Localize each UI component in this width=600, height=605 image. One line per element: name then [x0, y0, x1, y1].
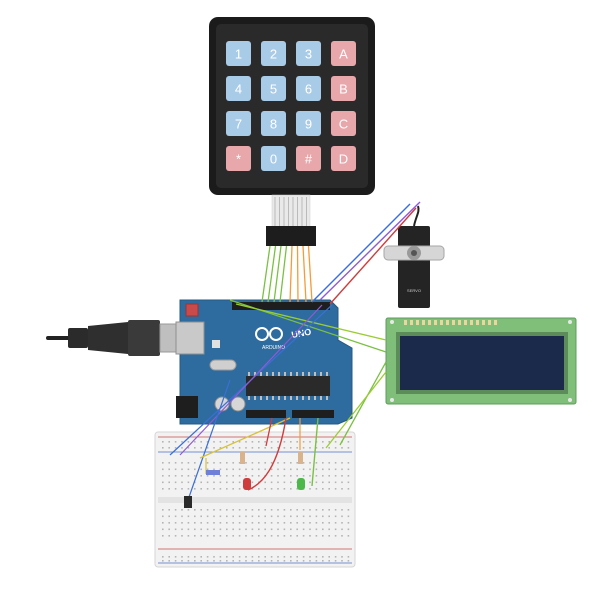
keypad-wire	[302, 245, 307, 303]
keypad-key-label: 8	[270, 117, 277, 132]
keypad-key: 3	[296, 41, 321, 66]
keypad-wires	[261, 245, 313, 303]
usb-port	[175, 321, 205, 355]
resistor	[240, 452, 245, 464]
keypad-key-label: 7	[235, 117, 242, 132]
keypad-key-label: 6	[305, 82, 312, 97]
keypad-key-label: 1	[235, 47, 242, 62]
keypad-key: 1	[226, 41, 251, 66]
keypad-key-label: *	[236, 152, 241, 167]
keypad-key-label: C	[339, 117, 348, 132]
keypad-key: 8	[261, 111, 286, 136]
keypad-wire	[273, 245, 282, 303]
usb-cable	[46, 320, 183, 356]
lcd-display	[385, 317, 577, 405]
lcd-screen	[400, 336, 564, 390]
keypad-key: 4	[226, 76, 251, 101]
chip-pins	[248, 372, 328, 400]
keypad-key: 2	[261, 41, 286, 66]
keypad-key: A	[331, 41, 356, 66]
analog-header	[292, 410, 334, 418]
keypad-key-label: #	[305, 152, 313, 167]
keypad-wire	[261, 245, 271, 303]
keypad-key: #	[296, 146, 321, 171]
arduino-uno-board: ARDUINO UNO	[175, 299, 353, 425]
resistor	[298, 452, 303, 464]
power-jack	[176, 396, 198, 418]
push-button	[184, 496, 192, 508]
reset-button	[185, 303, 199, 317]
red-led	[243, 478, 251, 490]
keypad-key-label: 5	[270, 82, 277, 97]
keypad-wire	[279, 245, 288, 303]
keypad-wire	[296, 245, 299, 303]
servo-motor: SERVO	[383, 205, 445, 308]
breadboard-components	[184, 452, 305, 508]
keypad-key: 7	[226, 111, 251, 136]
keypad-key: 5	[261, 76, 286, 101]
power-header	[246, 410, 286, 418]
keypad-connector	[266, 226, 316, 246]
keypad-key: 6	[296, 76, 321, 101]
keypad-wire	[267, 245, 277, 303]
keypad-key-label: D	[339, 152, 348, 167]
keypad-key-label: 0	[270, 152, 277, 167]
keypad-key: *	[226, 146, 251, 171]
keypad-key: 0	[261, 146, 286, 171]
arduino-brand-label: ARDUINO	[262, 345, 285, 351]
arduino-logo-icon	[255, 327, 283, 341]
keypad-key: 9	[296, 111, 321, 136]
green-led	[297, 478, 305, 490]
breadboard	[154, 431, 356, 568]
keypad-key-label: 4	[235, 82, 242, 97]
keypad-wire	[307, 245, 313, 303]
atmega-chip	[246, 376, 330, 396]
keypad-4x4: 1 2 3 A 4 5 6 B 7 8 9 C * 0 # D	[209, 17, 375, 246]
keypad-key: B	[331, 76, 356, 101]
keypad-key-label: B	[339, 82, 348, 97]
keypad-key-label: 2	[270, 47, 277, 62]
keypad-key-label: 3	[305, 47, 312, 62]
servo-label: SERVO	[407, 288, 421, 293]
resistor	[206, 470, 220, 475]
lcd-pin-header	[404, 320, 497, 325]
keypad-ribbon	[271, 194, 311, 228]
keypad-keys: 1 2 3 A 4 5 6 B 7 8 9 C * 0 # D	[226, 41, 356, 171]
signal-wires	[169, 201, 421, 501]
digital-header	[232, 302, 330, 310]
keypad-key: D	[331, 146, 356, 171]
keypad-key-label: A	[339, 47, 348, 62]
keypad-key-label: 9	[305, 117, 312, 132]
keypad-key: C	[331, 111, 356, 136]
keypad-wire	[289, 245, 293, 303]
